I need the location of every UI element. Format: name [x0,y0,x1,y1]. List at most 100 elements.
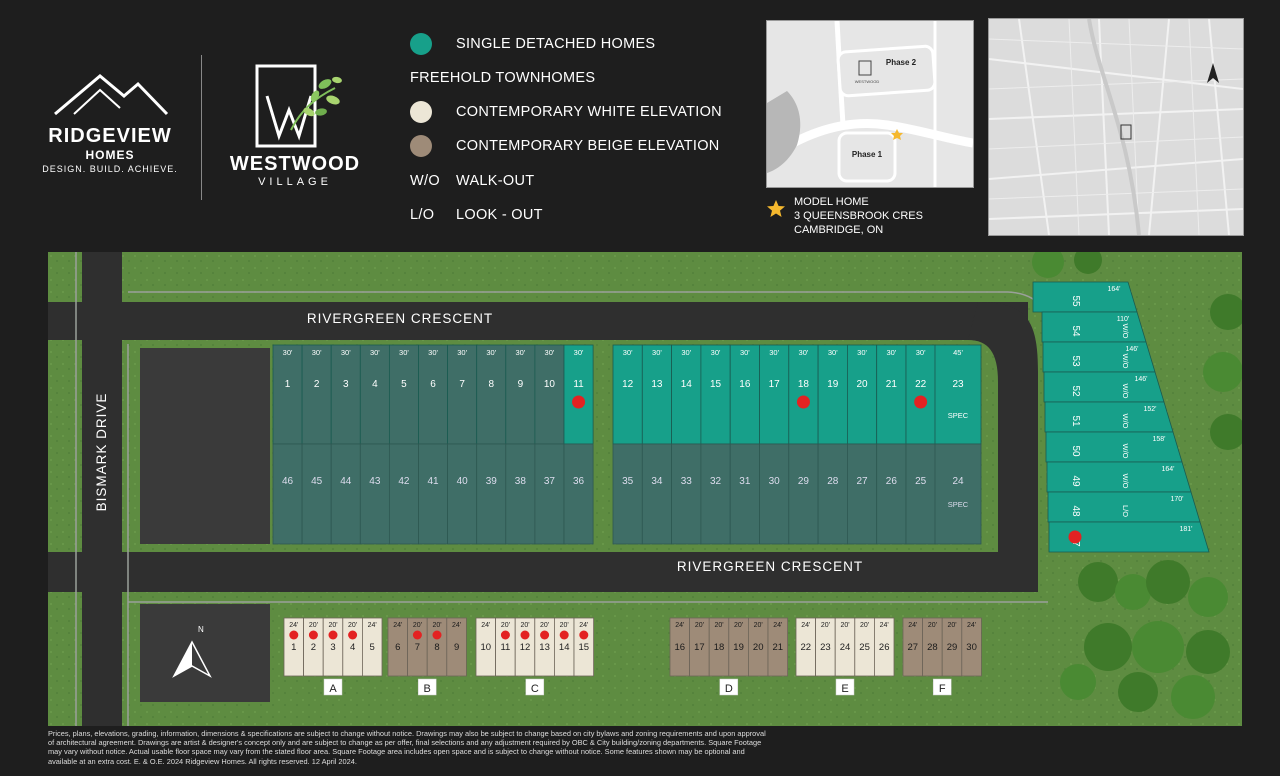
block-label: A [329,683,337,695]
unit-frontage: 24' [393,622,402,629]
lot-18 [788,344,819,445]
lot-depth: 152' [1143,406,1156,413]
lot-number: 35 [622,476,634,487]
unit-number: 13 [539,642,550,653]
lot-22 [905,344,936,445]
unit-frontage: 20' [328,622,337,629]
sold-marker [328,630,338,640]
lot-2 [301,344,332,445]
unit-number: 15 [579,642,590,653]
legend-label: SINGLE DETACHED HOMES [456,36,656,52]
lot-42 [388,443,419,545]
lot-number: 31 [739,476,751,487]
legend-label: CONTEMPORARY BEIGE ELEVATION [456,138,720,154]
lot-43 [359,443,390,545]
lot-frontage: 30' [283,348,293,357]
lot-depth: 181' [1179,526,1192,533]
lot-tag: W/O [1121,384,1130,399]
block-label: B [424,683,431,695]
lot-frontage: 30' [545,348,555,357]
unit-number: 22 [801,642,812,653]
lot-15 [700,344,731,445]
lot-19 [817,344,848,445]
unit-frontage: 24' [880,622,889,629]
model-home-title: MODEL HOME [794,196,869,208]
tree-logo-icon [255,64,342,148]
legend-item: CONTEMPORARY WHITE ELEVATION [410,100,722,124]
sold-marker [500,630,510,640]
lot-number: 19 [827,379,839,390]
unit-number: 11 [500,642,510,653]
legend-swatch [410,135,432,157]
lot-55 [1032,281,1138,313]
model-home-street: 3 QUEENSBROOK CRES [794,210,923,222]
lot-number: 5 [401,379,407,390]
header-divider [201,55,202,200]
unit-frontage: 20' [501,622,510,629]
lot-31 [729,443,760,545]
legend-label: LOOK - OUT [456,207,543,223]
lot-number: 28 [827,476,839,487]
lot-number: 21 [886,379,898,390]
lot-number: 9 [518,379,524,390]
lot-number: 26 [886,476,898,487]
lot-29 [788,443,819,545]
unit-frontage: 24' [452,622,461,629]
north-crescent-road [48,302,1028,340]
unit-frontage: 20' [432,622,441,629]
sold-marker [914,395,928,409]
lot-frontage: 30' [769,348,779,357]
site-plan-map: RIVERGREEN CRESCENT RIVERGREEN CRESCENT … [48,252,1242,726]
legend-swatch [410,33,432,55]
lot-number: 17 [769,379,781,390]
lot-frontage: 30' [681,348,691,357]
lot-40 [447,443,478,545]
unit-frontage: 24' [579,622,588,629]
lot-number: 22 [915,379,927,390]
lot-46 [272,443,303,545]
block-label: E [841,683,848,695]
unit-number: 6 [395,642,400,653]
unit-number: 8 [434,642,439,653]
lots-layer: 30'130'230'330'430'530'630'730'830'930'1… [272,281,1210,553]
lot-number: 16 [739,379,751,390]
mountain-icon [54,74,169,116]
unit-number: 10 [481,642,492,653]
lot-number: 36 [573,476,585,487]
lot-frontage: 30' [515,348,525,357]
lot-frontage: 30' [857,348,867,357]
lot-number: 43 [369,476,381,487]
unit-frontage: 20' [560,622,569,629]
lot-number: 48 [1070,505,1081,517]
lot-number: 3 [343,379,349,390]
lot-depth: 164' [1161,466,1174,473]
lot-depth: 164' [1107,286,1120,293]
block-label-box [932,678,952,696]
unit-frontage: 24' [675,622,684,629]
lot-tag: W/O [1121,354,1130,369]
community-name: WESTWOOD [229,153,361,175]
lot-frontage: 30' [312,348,322,357]
lot-39 [476,443,507,545]
unit-frontage: 20' [714,622,723,629]
unit-frontage: 20' [928,622,937,629]
block-label: C [531,683,539,695]
unit-number: 9 [454,642,459,653]
block-label-box [835,678,855,696]
legend-swatch [410,101,432,123]
unit-number: 30 [966,642,977,653]
lot-13 [641,344,672,445]
lot-45 [301,443,332,545]
unit-number: 14 [559,642,570,653]
street-name-south: RIVERGREEN CRESCENT [677,559,863,574]
lot-7 [447,344,478,445]
lot-number: 11 [573,379,584,390]
street-name-north: RIVERGREEN CRESCENT [307,311,493,326]
lot-frontage: 30' [799,348,809,357]
lot-frontage: 30' [428,348,438,357]
lot-number: 50 [1070,445,1081,457]
lot-26 [876,443,907,545]
unit-number: 23 [820,642,831,653]
lot-9 [505,344,536,445]
